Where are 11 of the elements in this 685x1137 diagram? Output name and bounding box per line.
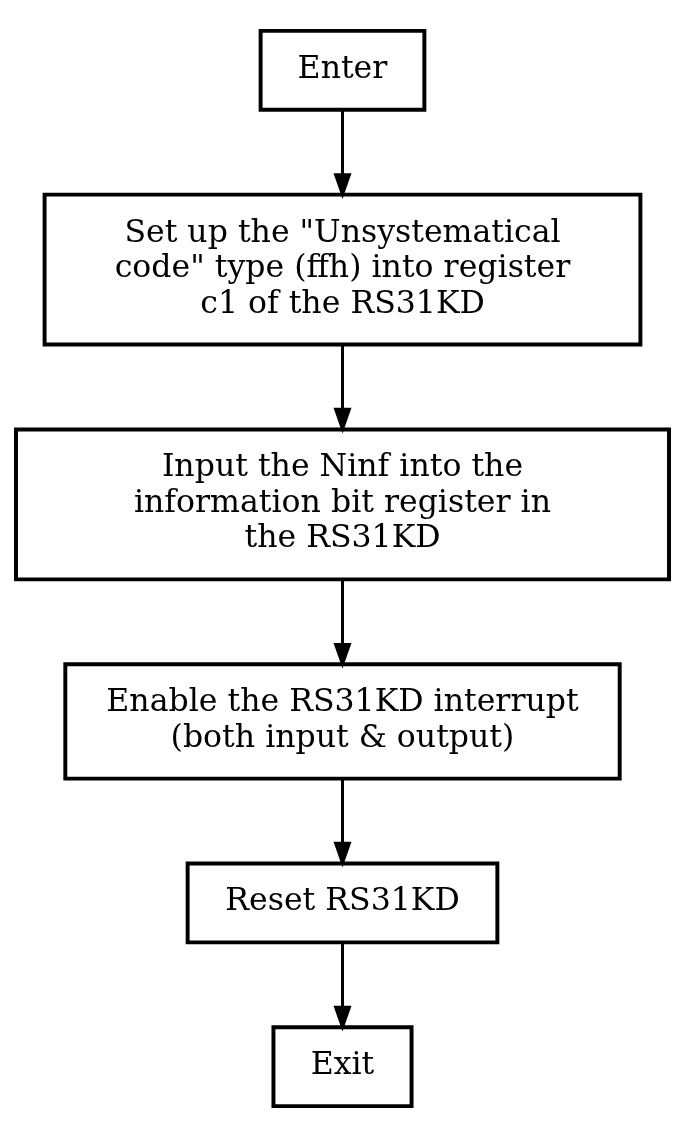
arrow: [333, 942, 352, 1032]
node-box: Input the Ninf into the information bit register in the RS31KD: [14, 427, 671, 582]
arrow: [333, 779, 352, 868]
node-box: Enter: [258, 28, 427, 112]
node-box: Exit: [271, 1025, 414, 1109]
node-box: Enable the RS31KD interrupt (both input & output): [63, 662, 622, 781]
node-box: Set up the "Unsystematical code" type (ffh) into register c1 of the RS31KD: [42, 192, 643, 347]
node-box: Reset RS31KD: [185, 861, 500, 945]
arrow: [333, 110, 352, 199]
arrow: [333, 579, 352, 669]
arrow: [333, 344, 352, 434]
